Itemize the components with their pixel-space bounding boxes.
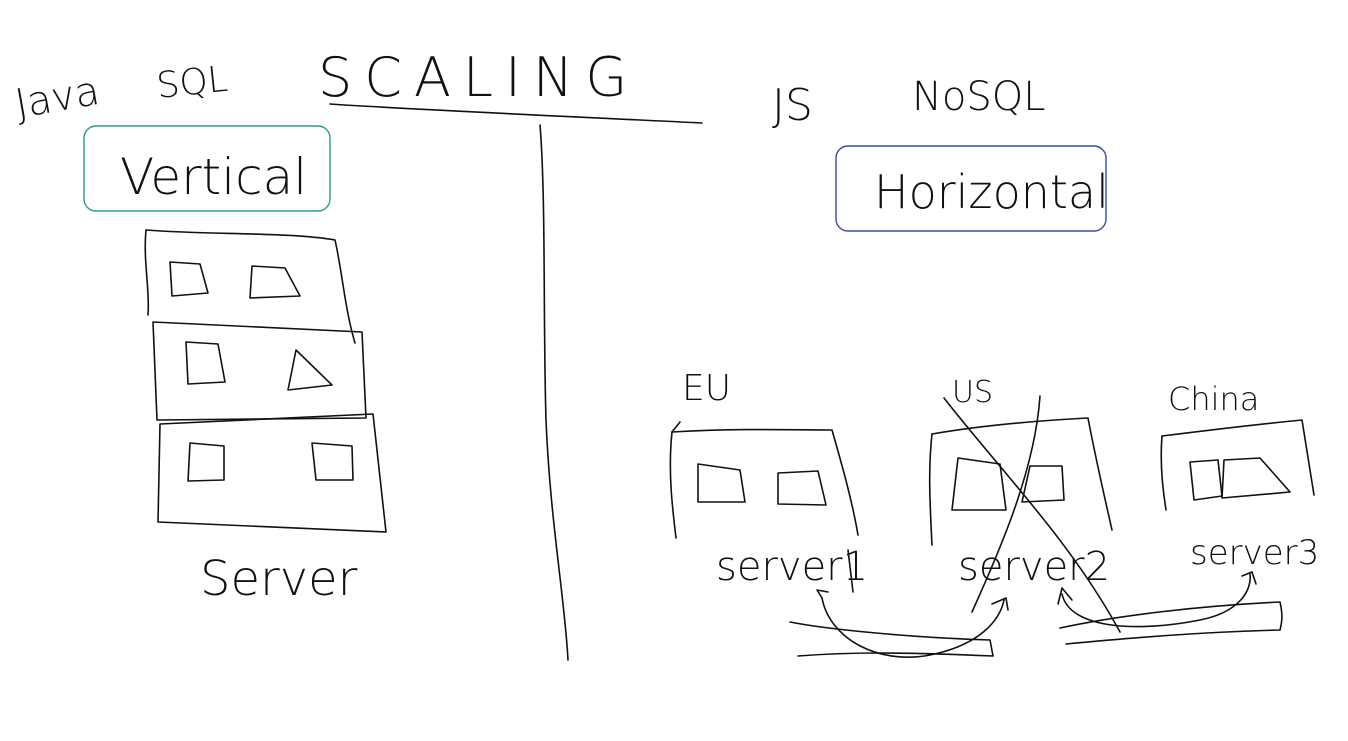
horizontal-label: Horizontal xyxy=(874,165,1109,219)
server2-label: server2 xyxy=(958,544,1110,590)
left-tech-java: Java xyxy=(12,68,103,128)
divider-line xyxy=(539,124,569,661)
vertical-label: Vertical xyxy=(120,148,307,206)
server1-stroke xyxy=(847,549,854,593)
vertical-server-stack xyxy=(144,229,387,533)
region-us-label: US xyxy=(952,375,993,410)
replication-arrow-us-china xyxy=(1057,571,1283,645)
vertical-server-caption: Server xyxy=(200,551,358,607)
replication-arrow-eu-us xyxy=(789,589,1009,658)
region-eu-label: EU xyxy=(682,368,731,409)
right-tech-nosql: NoSQL xyxy=(912,74,1046,120)
us-cross-line-2 xyxy=(971,395,1041,613)
server3-label: server3 xyxy=(1190,533,1319,573)
left-tech-sql: SQL xyxy=(155,59,230,107)
horizontal-box xyxy=(835,145,1107,232)
vertical-box xyxy=(83,125,331,212)
title-scaling: SCALING xyxy=(318,46,639,109)
region-china-label: China xyxy=(1168,380,1259,418)
us-cross-line-1 xyxy=(943,397,1121,633)
server-box-china xyxy=(1160,419,1315,511)
right-tech-js: JS xyxy=(772,80,813,131)
server-box-eu xyxy=(669,421,859,539)
title-underline xyxy=(329,103,703,124)
server1-label: server1 xyxy=(716,544,868,590)
server-box-us xyxy=(928,417,1113,546)
